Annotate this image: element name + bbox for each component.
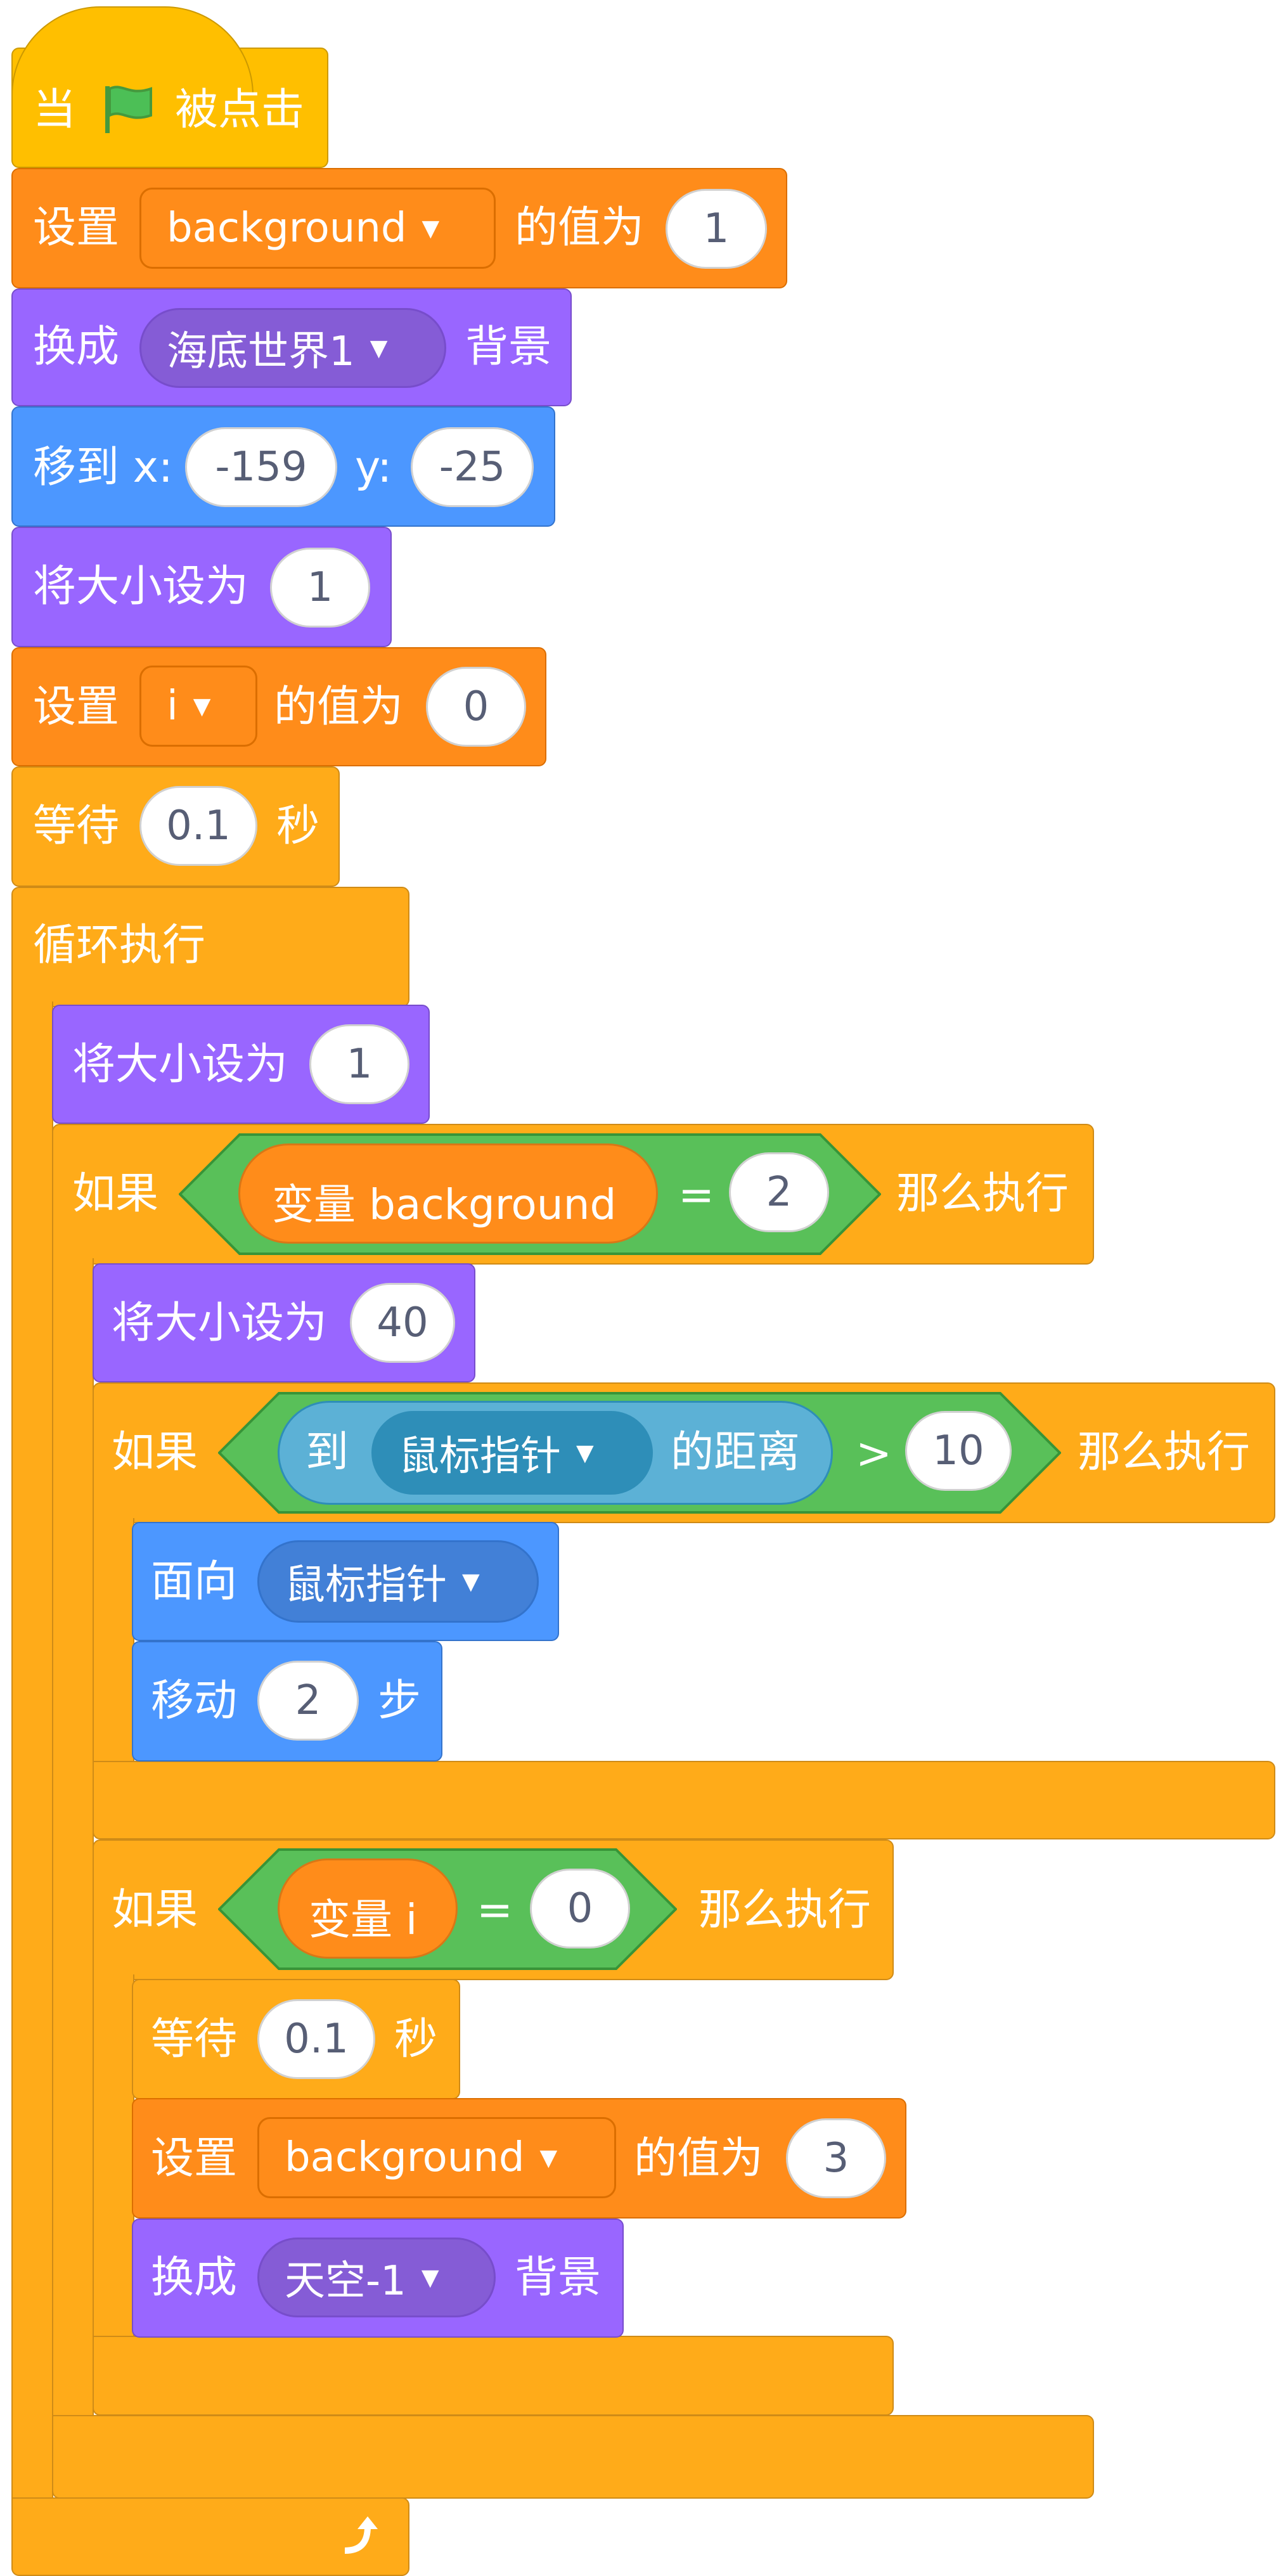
set-size-label: 将大小设为 (72, 1040, 288, 1090)
if-bottom (93, 1761, 1275, 1839)
switch-label: 换成 (33, 322, 120, 372)
forever-arm (11, 1001, 53, 2504)
compare-value-input[interactable]: 2 (729, 1152, 829, 1232)
wait-label: 等待 (33, 801, 120, 851)
variable-name: background (167, 205, 407, 252)
chevron-down-icon: ▼ (539, 2144, 558, 2171)
distance-to-label: 到 (306, 1427, 349, 1478)
if-bottom (93, 2336, 894, 2416)
set-mid-label: 的值为 (274, 682, 404, 732)
forever-label: 循环执行 (33, 920, 206, 970)
variable-name: background (285, 2134, 525, 2181)
compare-value-input[interactable]: 0 (530, 1869, 630, 1948)
steps-input[interactable]: 2 (257, 1661, 359, 1741)
forever-block[interactable] (11, 887, 409, 1007)
if-arm (93, 1518, 134, 1765)
size-input[interactable]: 1 (309, 1024, 409, 1104)
chevron-down-icon: ▼ (421, 2264, 439, 2291)
switch-suffix: 背景 (515, 2253, 602, 2303)
set-label: 设置 (33, 682, 120, 732)
target-name: 鼠标指针 (285, 1562, 447, 1609)
variable-dropdown[interactable]: background ▼ (139, 188, 496, 269)
if-label: 如果 (72, 1169, 159, 1219)
hat-prefix: 当 (33, 85, 77, 135)
then-label: 那么执行 (699, 1885, 872, 1935)
loop-arrow-icon (344, 2516, 378, 2554)
set-mid-label: 的值为 (634, 2134, 764, 2184)
green-flag-icon (105, 86, 152, 133)
value-input[interactable]: 1 (666, 189, 767, 269)
if-arm (93, 1974, 134, 2339)
wait-suffix: 秒 (276, 801, 320, 851)
equals-operator: = (678, 1170, 714, 1220)
if-label: 如果 (112, 1885, 198, 1935)
backdrop-dropdown[interactable]: 海底世界1 ▼ (139, 308, 446, 388)
target-name: 鼠标指针 (399, 1433, 561, 1480)
backdrop-name: 天空-1 (285, 2258, 406, 2305)
greater-than-operator: > (856, 1429, 892, 1479)
chevron-down-icon: ▼ (576, 1439, 594, 1466)
move-label: 移动 (151, 1676, 238, 1726)
variable-reporter[interactable]: 变量 background (238, 1143, 658, 1244)
hat-cap (11, 6, 254, 95)
compare-value-input[interactable]: 10 (905, 1411, 1012, 1491)
seconds-input[interactable]: 0.1 (139, 786, 257, 866)
variable-reporter[interactable]: 变量 i (278, 1858, 458, 1959)
point-label: 面向 (151, 1557, 238, 1607)
y-label: y: (355, 442, 392, 493)
then-label: 那么执行 (896, 1169, 1069, 1219)
goto-label: 移到 x: (33, 442, 173, 493)
variable-name: i (167, 683, 178, 730)
value-input[interactable]: 3 (786, 2118, 886, 2198)
set-size-label: 将大小设为 (33, 562, 249, 612)
if-label: 如果 (112, 1427, 198, 1478)
wait-label: 等待 (151, 2014, 238, 2064)
variable-dropdown[interactable]: background ▼ (257, 2117, 616, 2198)
set-size-label: 将大小设为 (112, 1298, 328, 1348)
chevron-down-icon: ▼ (462, 1568, 480, 1595)
chevron-down-icon: ▼ (370, 335, 388, 361)
distance-target-dropdown[interactable]: 鼠标指针 ▼ (371, 1411, 653, 1495)
then-label: 那么执行 (1078, 1427, 1251, 1478)
chevron-down-icon: ▼ (193, 693, 211, 719)
set-label: 设置 (33, 203, 120, 253)
set-label: 设置 (151, 2134, 238, 2184)
switch-suffix: 背景 (465, 322, 552, 372)
set-mid-label: 的值为 (515, 203, 645, 253)
equals-operator: = (477, 1885, 513, 1935)
x-input[interactable]: -159 (185, 427, 337, 507)
value-input[interactable]: 0 (426, 667, 526, 747)
variable-dropdown[interactable]: i▼ (139, 666, 257, 747)
y-input[interactable]: -25 (411, 427, 534, 507)
move-suffix: 步 (378, 1676, 422, 1726)
hat-suffix: 被点击 (175, 85, 305, 135)
wait-suffix: 秒 (394, 2014, 438, 2064)
size-input[interactable]: 1 (270, 548, 370, 628)
chevron-down-icon: ▼ (422, 215, 440, 242)
if-bottom (52, 2415, 1094, 2499)
size-input[interactable]: 40 (350, 1283, 455, 1363)
backdrop-dropdown[interactable]: 天空-1 ▼ (257, 2238, 496, 2317)
point-target-dropdown[interactable]: 鼠标指针 ▼ (257, 1540, 539, 1623)
switch-label: 换成 (151, 2253, 238, 2303)
backdrop-name: 海底世界1 (167, 328, 355, 375)
seconds-input[interactable]: 0.1 (257, 1999, 375, 2079)
if-arm (52, 1258, 94, 2418)
distance-label: 的距离 (671, 1427, 801, 1478)
